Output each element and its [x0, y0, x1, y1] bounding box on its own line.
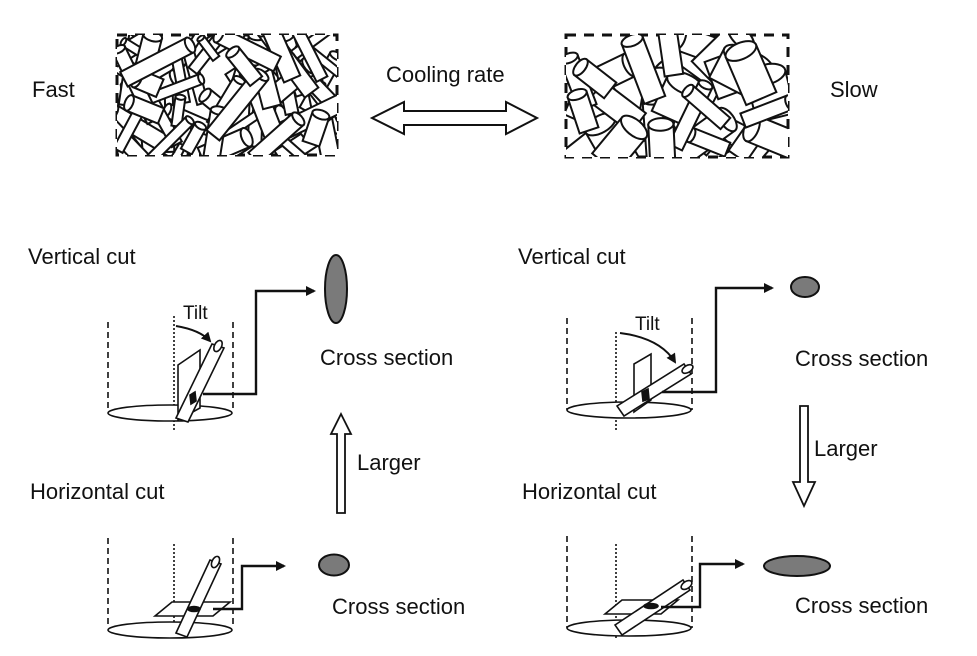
slow-cooled-sample — [564, 33, 790, 159]
cooling-rate-double-arrow — [369, 100, 540, 136]
crystal — [620, 35, 667, 106]
right-larger-label: Larger — [814, 436, 878, 461]
right-vertical-cross-section-label: Cross section — [795, 346, 928, 371]
crystal — [647, 117, 677, 157]
crystal — [572, 57, 618, 100]
left-horizontal-cut-sketch — [107, 538, 234, 640]
crystal — [739, 94, 788, 129]
left-larger-arrow-up — [329, 411, 353, 514]
left-horizontal-cut-label: Horizontal cut — [30, 479, 165, 504]
crystal — [123, 93, 166, 125]
crystal — [118, 36, 197, 88]
right-horizontal-connector-arrow — [661, 559, 745, 609]
right-vertical-cut-sketch — [566, 318, 694, 430]
left-horizontal-connector-arrow — [213, 561, 286, 611]
crystal — [655, 35, 685, 78]
right-horizontal-cross-section-label: Cross section — [795, 593, 928, 618]
left-larger-label: Larger — [357, 450, 421, 475]
crystal — [170, 93, 187, 129]
crystal — [724, 40, 778, 107]
right-tilt-label: Tilt — [635, 314, 660, 335]
crystal — [286, 35, 329, 84]
crystal — [144, 115, 195, 155]
right-vertical-cut-label: Vertical cut — [518, 244, 626, 269]
left-vertical-cut-sketch — [107, 316, 234, 430]
right-larger-arrow-down — [791, 405, 817, 509]
slow-label: Slow — [830, 77, 878, 102]
crystal — [196, 35, 221, 63]
left-horizontal-cross-section-label: Cross section — [332, 594, 465, 619]
crystal — [681, 83, 732, 131]
crystal — [590, 114, 649, 157]
left-vertical-cut-label: Vertical cut — [28, 244, 136, 269]
fast-label: Fast — [32, 77, 75, 102]
fast-cooled-sample — [115, 33, 339, 157]
right-horizontal-cross-section — [763, 555, 831, 577]
cooling-rate-label: Cooling rate — [386, 62, 505, 87]
left-horizontal-cross-section — [318, 553, 350, 577]
left-tilt-label: Tilt — [183, 303, 208, 324]
right-vertical-connector-arrow — [662, 283, 774, 394]
crystal — [225, 45, 264, 88]
right-horizontal-cut-sketch — [566, 536, 693, 640]
left-vertical-cross-section — [324, 254, 348, 324]
crystal — [301, 108, 331, 148]
right-vertical-cross-section — [790, 276, 820, 298]
crystal — [246, 111, 306, 155]
left-vertical-connector-arrow — [203, 286, 316, 396]
left-vertical-cross-section-label: Cross section — [320, 345, 453, 370]
crystal — [566, 87, 600, 135]
crystal — [179, 120, 208, 155]
right-horizontal-cut-label: Horizontal cut — [522, 479, 657, 504]
